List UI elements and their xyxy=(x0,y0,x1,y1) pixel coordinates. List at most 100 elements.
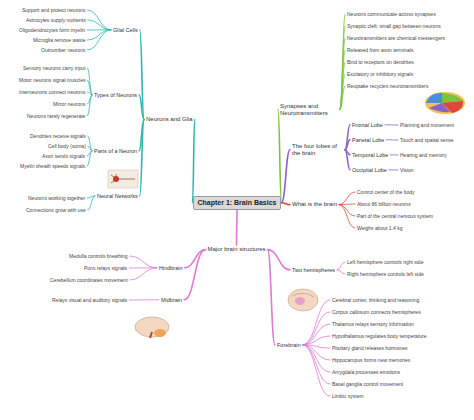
branch-topic: Synapses and Neurotransmitters xyxy=(278,102,340,118)
leaf-topic: Pons relays signals xyxy=(82,264,129,272)
leaf-topic: Excitatory or inhibitory signals xyxy=(345,70,415,78)
branch-connector xyxy=(88,146,92,151)
leaf-topic: Interneurons connect neurons xyxy=(17,88,87,96)
leaf-topic: Relays visual and auditory signals xyxy=(50,296,129,304)
topic-text: Reuptake recycles neurotransmitters xyxy=(347,83,428,89)
topic-text: Control center of the body xyxy=(357,189,415,195)
topic-text: Neurons and Glia xyxy=(146,116,193,123)
branch-connector xyxy=(140,30,144,120)
branch-connector xyxy=(303,312,330,345)
branch-connector xyxy=(278,110,281,203)
topic-text: Two hemispheres xyxy=(292,267,335,274)
branch-connector xyxy=(88,196,95,210)
leaf-topic: Thalamus relays sensory information xyxy=(330,320,416,328)
picture-frame xyxy=(108,170,138,188)
branch-connector xyxy=(303,300,330,345)
topic-text: Midbrain xyxy=(161,297,182,304)
topic-text: Occipital Lobe xyxy=(352,167,387,174)
topic-text: Sensory neurons carry input xyxy=(23,65,86,71)
forebrain-picture xyxy=(288,289,318,311)
topic-text: Motor neurons signal muscles xyxy=(19,77,85,83)
leaf-topic: Cell body (soma) xyxy=(46,142,88,150)
branch-connector xyxy=(268,250,275,345)
branch-connector xyxy=(303,345,330,384)
topic-text: Basal ganglia control movement xyxy=(332,381,403,387)
topic-text: Corpus callosum connects hemispheres xyxy=(332,309,421,315)
topic-text: Bind to receptors on dendrites xyxy=(347,59,414,65)
branch-connector xyxy=(88,136,92,151)
topic-text: Amygdala processes emotions xyxy=(332,369,400,375)
leaf-topic: Medulla controls breathing xyxy=(67,252,130,260)
branch-topic: Neural Networks xyxy=(95,192,140,201)
branch-topic: Types of Neurons xyxy=(92,91,139,100)
branch-topic: Temporal Lobe xyxy=(350,151,390,160)
axon-dendrites xyxy=(111,174,135,183)
leaf-topic: Basal ganglia control movement xyxy=(330,380,405,388)
leaf-topic: Cerebellum coordinates movement xyxy=(48,276,130,284)
topic-text: Cerebral cortex: thinking and reasoning xyxy=(332,297,419,303)
branch-connector xyxy=(129,299,159,300)
branch-connector xyxy=(303,345,330,372)
branch-connector xyxy=(184,250,205,300)
branch-connector xyxy=(140,120,144,196)
branch-topic: Forebrain xyxy=(275,341,303,350)
leaf-topic: Axon sends signals xyxy=(40,152,87,160)
branch-topic: Glial Cells xyxy=(111,26,140,35)
topic-text: Types of Neurons xyxy=(94,92,137,99)
branch-connector xyxy=(345,150,350,170)
leaf-topic: Control center of the body xyxy=(355,188,417,196)
topic-text: Astrocytes supply nutrients xyxy=(26,17,86,23)
brain-outline xyxy=(135,317,169,337)
topic-text: Synapses and Neurotransmitters xyxy=(280,103,338,117)
branch-connector xyxy=(88,20,111,30)
topic-text: Axon sends signals xyxy=(42,153,85,159)
topic-text: Part of the central nervous system xyxy=(357,213,433,219)
topic-text: Connections grow with use xyxy=(26,207,86,213)
branch-connector xyxy=(339,192,355,205)
leaf-topic: Reuptake recycles neurotransmitters xyxy=(345,82,430,90)
hindbrain-picture xyxy=(135,317,169,338)
branch-connector xyxy=(340,74,345,110)
leaf-topic: Right hemisphere controls left side xyxy=(345,270,426,278)
branch-topic: Two hemispheres xyxy=(290,266,337,275)
topic-text: About 86 billion neurons xyxy=(357,201,411,207)
leaf-topic: Myelin sheath speeds signals xyxy=(18,162,87,170)
topic-text: Hearing and memory xyxy=(400,152,447,158)
temporal-region xyxy=(429,103,450,112)
leaf-topic: Bind to receptors on dendrites xyxy=(345,58,416,66)
branch-connector xyxy=(303,324,330,345)
topic-text: What is the brain xyxy=(292,201,337,208)
leaf-topic: Support and protect neurons xyxy=(20,6,87,14)
leaf-topic: Neurotransmitters are chemical messenger… xyxy=(345,34,447,42)
leaf-topic: Neurons rarely regenerate xyxy=(25,112,87,120)
branch-connector xyxy=(340,50,345,110)
branch-connector xyxy=(386,139,398,140)
leaf-topic: Vision xyxy=(398,166,416,174)
topic-text: Right hemisphere controls left side xyxy=(347,271,424,277)
leaf-topic: Neurons communicate across synapses xyxy=(345,10,438,18)
topic-text: Support and protect neurons xyxy=(22,7,85,13)
brain-outline xyxy=(288,289,318,311)
topic-text: Medulla controls breathing xyxy=(69,253,128,259)
leaf-topic: Touch and spatial sense xyxy=(398,136,456,144)
branch-connector xyxy=(390,154,398,155)
topic-text: Planning and movement xyxy=(400,122,454,128)
branch-connector xyxy=(87,10,111,30)
leaf-topic: Hippocampus forms new memories xyxy=(330,356,412,364)
leaf-topic: Synaptic cleft: small gap between neuron… xyxy=(345,22,443,30)
branch-topic: The four lobes of the brain xyxy=(290,142,345,158)
leaf-topic: Limbic system xyxy=(330,392,366,400)
leaf-topic: Planning and movement xyxy=(398,121,456,129)
branch-topic: Frontal Lobe xyxy=(350,121,385,130)
leaf-topic: Left hemisphere controls right side xyxy=(345,258,425,266)
topic-text: Neural Networks xyxy=(97,193,138,200)
branch-topic: Midbrain xyxy=(159,296,184,305)
leaf-topic: Hearing and memory xyxy=(398,151,449,159)
leaf-topic: Weighs about 1.4 kg xyxy=(355,224,405,232)
topic-text: Temporal Lobe xyxy=(352,152,388,159)
leaf-topic: Astrocytes supply nutrients xyxy=(24,16,88,24)
topic-text: Neurotransmitters are chemical messenger… xyxy=(347,35,445,41)
fold-line xyxy=(292,293,314,297)
branch-connector xyxy=(193,120,195,203)
